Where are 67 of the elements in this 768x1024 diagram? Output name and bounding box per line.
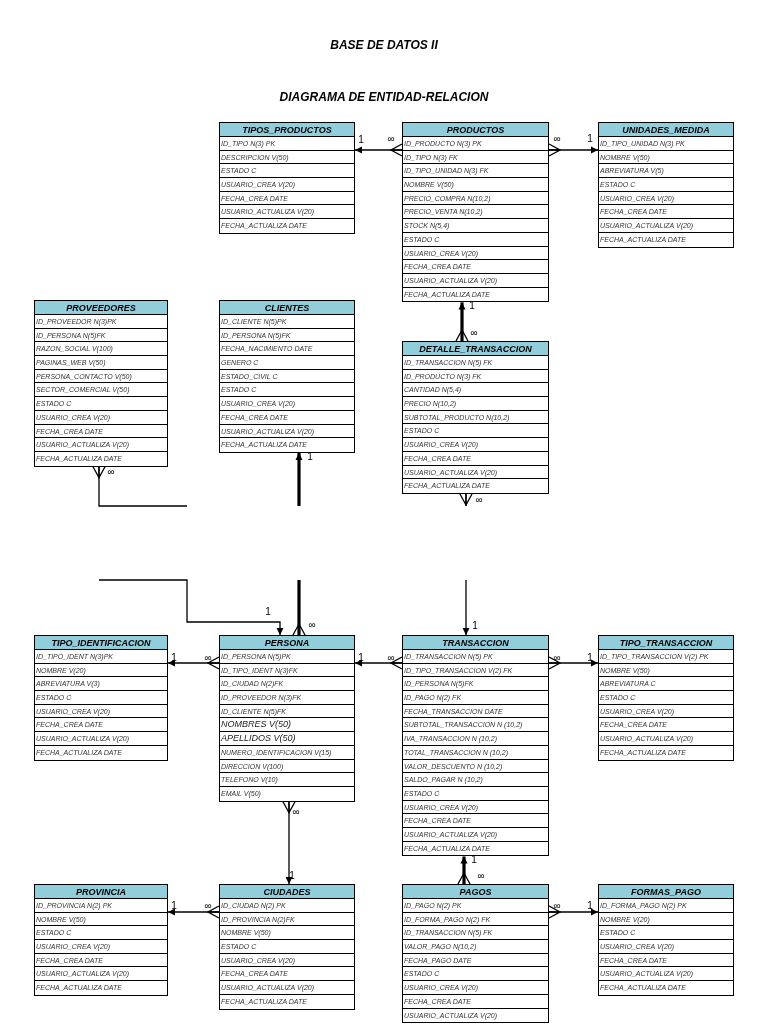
entity-table (219, 122, 355, 234)
cardinality-label: ∞ (387, 653, 395, 663)
relationship-line (354, 143, 403, 157)
cardinality-label: ∞ (477, 871, 485, 881)
entity-table (219, 300, 355, 453)
cardinality-label: ∞ (387, 134, 395, 144)
table-header: FORMAS_PAGO (599, 885, 733, 899)
relationship-line (92, 466, 188, 507)
cardinality-label: 1 (265, 607, 271, 617)
relationship-line (459, 493, 473, 507)
diagram-subtitle: DIAGRAMA DE ENTIDAD-RELACION (279, 90, 489, 104)
entity-table (402, 884, 549, 1024)
relationship-line (167, 905, 220, 919)
relationship-line (462, 579, 470, 636)
table-header: CIUDADES (220, 885, 354, 899)
relationship-line (548, 905, 599, 919)
cardinality-label: ∞ (204, 653, 212, 663)
table-row: NOMBRES V(50) (220, 718, 354, 733)
entity-table (34, 300, 168, 467)
cardinality-label: ∞ (553, 653, 561, 663)
relationship-line (295, 453, 303, 506)
table-row: APELLIDOS V(50) (220, 732, 354, 746)
entity-table (598, 122, 734, 248)
entity-table (598, 635, 734, 761)
cardinality-label: 1 (587, 901, 593, 911)
cardinality-label: 1 (171, 901, 177, 911)
cardinality-label: ∞ (553, 901, 561, 911)
table-header: TIPO_TRANSACCION (599, 636, 733, 650)
cardinality-label: ∞ (292, 807, 300, 817)
table-header: TRANSACCION (403, 636, 548, 650)
cardinality-label: ∞ (470, 328, 478, 338)
relationship-line (457, 856, 471, 885)
cardinality-label: ∞ (553, 134, 561, 144)
relationship-line (354, 656, 403, 670)
table-header: UNIDADES_MEDIDA (599, 123, 733, 137)
table-header: CLIENTES (220, 301, 354, 315)
relationship-line (98, 579, 284, 636)
cardinality-label: 1 (472, 621, 478, 631)
relationship-line (548, 143, 599, 157)
relationship-line (282, 801, 296, 885)
table-header: PERSONA (220, 636, 354, 650)
cardinality-label: 1 (358, 135, 364, 145)
diagram-title: BASE DE DATOS II (330, 38, 438, 52)
entity-table (219, 635, 355, 802)
table-header: PROVINCIA (35, 885, 167, 899)
cardinality-label: ∞ (107, 467, 115, 477)
entity-table (219, 884, 355, 1010)
relationship-line (167, 656, 220, 670)
relationship-line (455, 302, 469, 342)
cardinality-label: ∞ (475, 495, 483, 505)
relationship-line (548, 656, 599, 670)
cardinality-label: ∞ (308, 620, 316, 630)
entity-table (34, 635, 168, 761)
entity-table (34, 884, 168, 996)
entity-table (402, 122, 549, 303)
entity-table (402, 635, 549, 857)
entity-table (598, 884, 734, 996)
table-header: TIPOS_PRODUCTOS (220, 123, 354, 137)
table-header: PRODUCTOS (403, 123, 548, 137)
table-header: DETALLE_TRANSACCION (403, 342, 548, 356)
cardinality-label: ∞ (204, 901, 212, 911)
table-header: PAGOS (403, 885, 548, 899)
relationship-line (292, 580, 306, 636)
cardinality-label: 1 (587, 134, 593, 144)
table-header: TIPO_IDENTIFICACION (35, 636, 167, 650)
table-header: PROVEEDORES (35, 301, 167, 315)
entity-table (402, 341, 549, 494)
